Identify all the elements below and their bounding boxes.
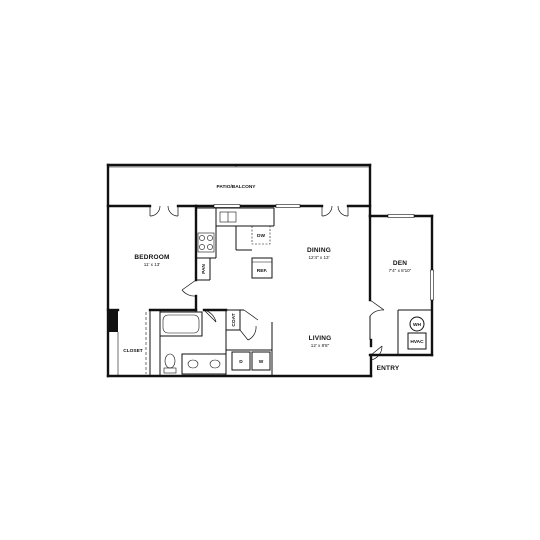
- dining-dims: 12'4" x 13': [308, 255, 329, 260]
- water-heater-label: WH: [413, 322, 422, 328]
- pantry-label: PAN: [201, 264, 207, 274]
- laundry-area: [225, 309, 273, 376]
- patio-door-bedroom[interactable]: [149, 205, 179, 217]
- washer-label: W: [259, 359, 264, 365]
- bedroom-door[interactable]: [181, 279, 197, 297]
- bedroom-dims: 11' x 13': [144, 262, 161, 267]
- hvac-label: HVAC: [410, 339, 424, 345]
- bedroom-label: BEDROOM: [134, 254, 169, 261]
- living-label: LIVING: [309, 335, 332, 342]
- den-label: DEN: [393, 260, 407, 267]
- patio-label: PATIO/BALCONY: [217, 184, 257, 190]
- patio-interior-wall: [106, 204, 372, 208]
- closet: [117, 312, 147, 376]
- kitchen-counters: [196, 207, 275, 279]
- dryer-label: D: [239, 359, 243, 365]
- den-dims: 7'4" x 8'10": [389, 268, 412, 273]
- living-dims: 12' x 8'8": [311, 343, 330, 348]
- patio-outline: [108, 165, 370, 168]
- entry-label: ENTRY: [377, 365, 400, 372]
- patio-door-dining[interactable]: [321, 205, 349, 217]
- refrigerator-label: REF.: [257, 268, 267, 274]
- exterior-walls: [106, 163, 434, 378]
- bathroom: [149, 310, 227, 376]
- entry-door[interactable]: [369, 338, 383, 361]
- closet-label: CLOSET: [123, 348, 143, 354]
- den-walls: [368, 214, 434, 355]
- bath-door[interactable]: [203, 309, 217, 323]
- bedroom-walls: [106, 204, 228, 332]
- coat-label: COAT: [231, 313, 237, 326]
- dining-label: DINING: [307, 247, 331, 254]
- dishwasher-label: DW: [257, 233, 265, 239]
